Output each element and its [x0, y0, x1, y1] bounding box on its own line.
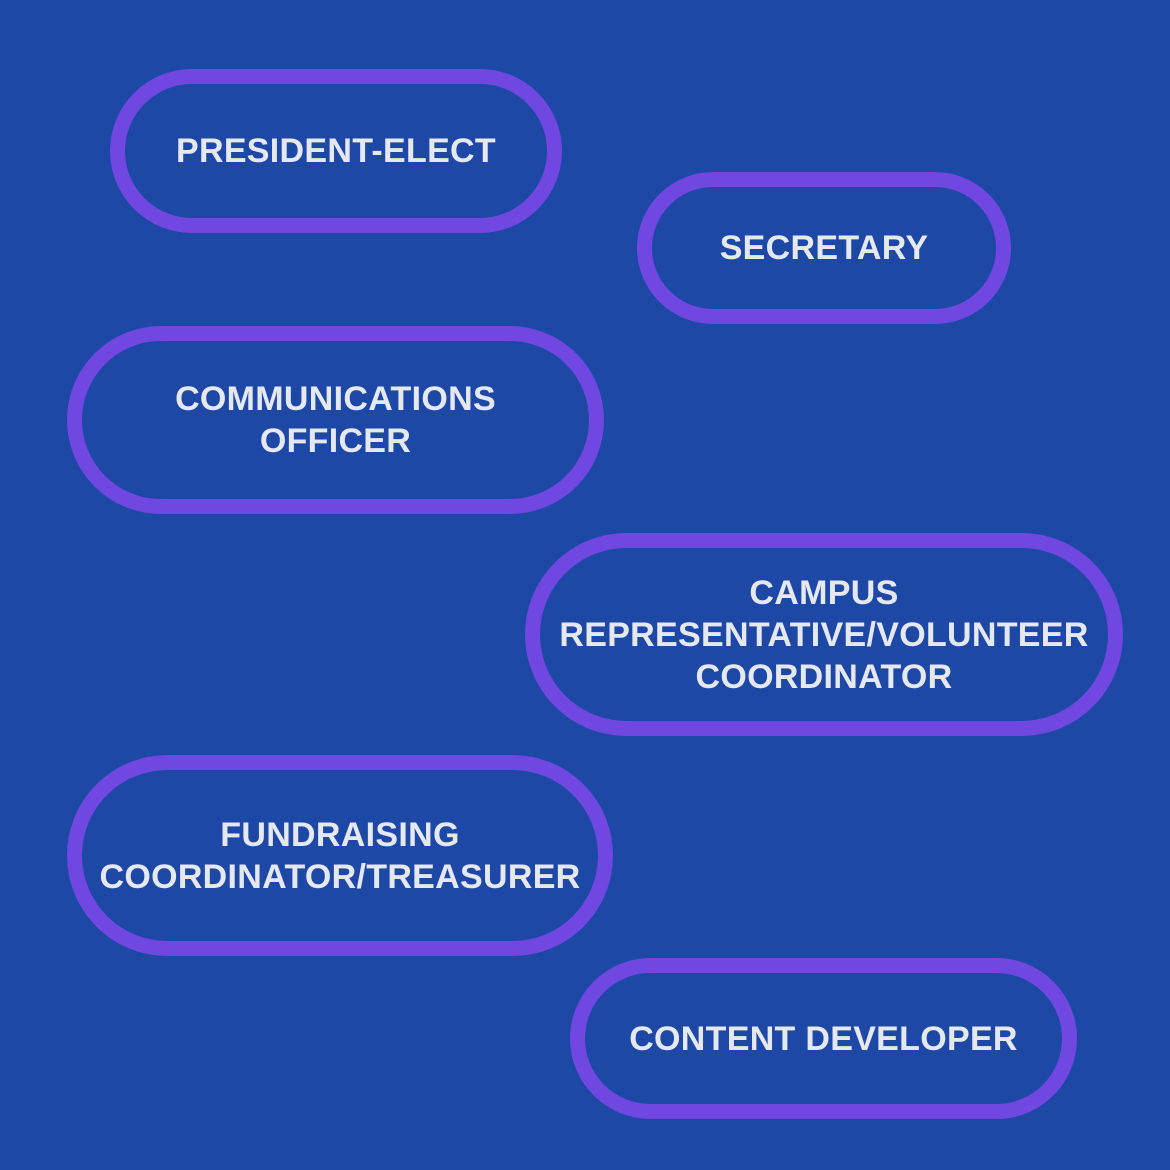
role-pill-content-developer: CONTENT DEVELOPER	[570, 958, 1077, 1119]
role-label: SECRETARY	[719, 229, 929, 267]
role-label: CONTENT DEVELOPER	[629, 1019, 1018, 1058]
role-pill-president-elect: PRESIDENT-ELECT	[110, 69, 562, 233]
role-pill-secretary: SECRETARY	[637, 172, 1011, 324]
role-pill-fundraising-coordinator: FUNDRAISING COORDINATOR/TREASURER	[67, 755, 613, 956]
role-label: PRESIDENT-ELECT	[176, 132, 496, 170]
role-pill-campus-representative: CAMPUS REPRESENTATIVE/VOLUNTEER COORDINA…	[525, 533, 1123, 736]
role-label: CAMPUS REPRESENTATIVE/VOLUNTEER COORDINA…	[559, 573, 1089, 696]
role-pill-communications-officer: COMMUNICATIONS OFFICER	[67, 326, 604, 514]
role-label: FUNDRAISING COORDINATOR/TREASURER	[99, 815, 581, 896]
role-label: COMMUNICATIONS OFFICER	[175, 380, 496, 460]
